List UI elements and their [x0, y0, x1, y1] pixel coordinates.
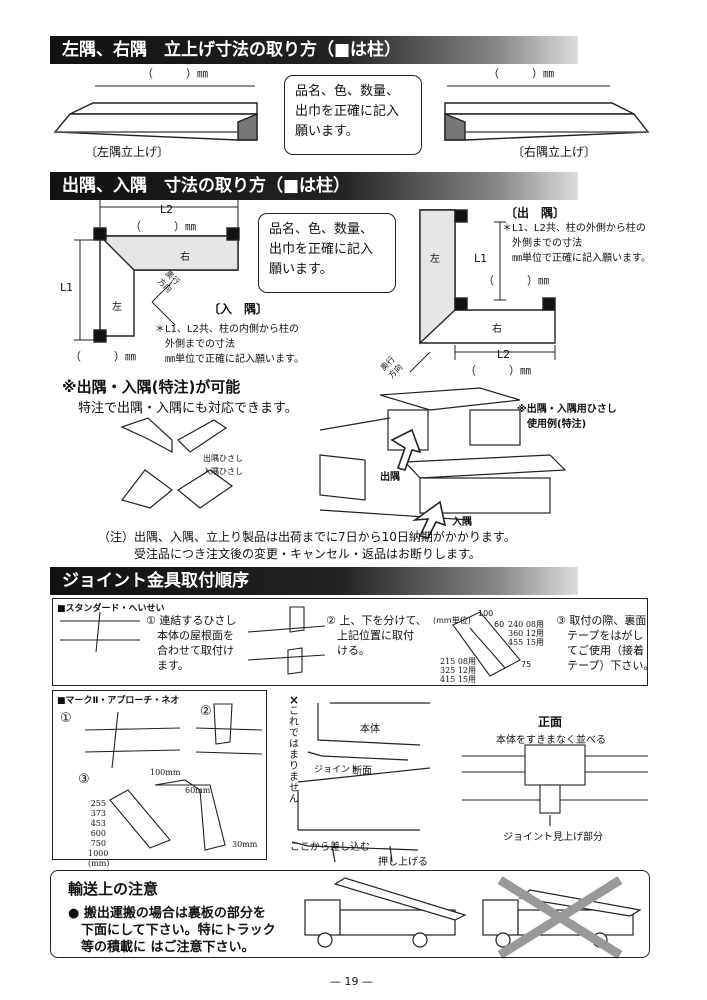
desumi-l1-label: L1	[474, 252, 488, 265]
standard-dim-75: 75	[521, 660, 532, 669]
irisumi-l1-dimension: （ ）㎜	[70, 350, 136, 363]
right-rise-dimension: （ ）㎜	[488, 67, 554, 80]
desumi-left-label: 左	[430, 254, 440, 265]
desumi-direction-label: 奥行方向	[378, 354, 405, 381]
standard-step3: ③ 取付の際、裏面 テープをはがし てご使用（接着 テープ）下さい。	[556, 614, 655, 672]
mark-dim-30: 30mm	[232, 840, 258, 849]
sec1-note-box: 品名、色、数量、 出巾を正確に記入 願います。	[284, 75, 422, 155]
standard-heading: ■スタンダード・へいせい	[57, 604, 165, 614]
desumi-title: 〔出 隅〕	[505, 206, 566, 220]
mark-step3-number: ③	[78, 772, 90, 787]
standard-dim-60: 60	[494, 620, 505, 629]
standard-panel	[52, 598, 648, 686]
mark-step2-number: ②	[200, 704, 212, 719]
irisumi-description: ＊L1、L2共、柱の内側から柱の 外側までの寸法 ㎜単位で正確に記入願います。	[155, 324, 304, 365]
irisumi-example-label: 入隅	[452, 517, 472, 528]
mark-dim-100: 100mm	[150, 768, 181, 777]
irisumi-title: 〔入 隅〕	[208, 302, 269, 316]
mark-dim-60: 60mm	[185, 786, 211, 795]
footnote-lead-time: （注）出隅、入隅、立上り製品は出荷までに7日から10日納期がかかります。	[98, 530, 516, 544]
standard-dims-top: 240 08用 360 12用 455 15用	[508, 620, 544, 647]
standard-unit-label: (mm単位)	[433, 616, 471, 625]
standard-step1: ① 連結するひさし 本体の屋根面を 合わせて取付け ます。	[146, 614, 237, 672]
irisumi-l2-label: L2	[160, 203, 174, 216]
mark-sizes: 255 373 453 600 750 1000 (mm)	[88, 799, 110, 868]
desumi-example-label: 出隅	[380, 472, 400, 483]
section-push-label: 押し上げる	[378, 857, 428, 868]
desumi-hisashi-label: 出隅ひさし	[203, 454, 243, 463]
page-number: — 19 —	[330, 975, 373, 988]
section-body-label: 本体	[360, 724, 380, 735]
standard-dims-bottom: 215 08用 325 12用 415 15用	[440, 657, 476, 684]
special-order-text: 特注で出隅・入隅にも対応できます。	[78, 401, 298, 416]
irisumi-right-label: 右	[180, 252, 190, 263]
desumi-l2-label: L2	[497, 348, 511, 361]
left-rise-label: 〔左隅立上げ〕	[85, 145, 170, 159]
mark-heading: ■マークⅡ・アプローチ・ネオ	[57, 696, 180, 706]
desumi-description: ＊L1、L2共、柱の外側から柱の 外側までの寸法 ㎜単位で正確に記入願います。	[502, 223, 651, 264]
transport-panel	[50, 870, 650, 958]
footnote-no-cancel: 受注品につき注文後の変更・キャンセル・返品はお断りします。	[134, 547, 481, 561]
irisumi-hisashi-label: 入隅ひさし	[203, 467, 243, 476]
section-header-joint-procedure: ジョイント金具取付順序	[50, 567, 578, 595]
irisumi-left-label: 左	[112, 302, 122, 313]
sec2-note-box: 品名、色、数量、 出巾を正確に記入 願います。	[258, 213, 396, 293]
right-rise-label: 〔右隅立上げ〕	[512, 145, 597, 159]
transport-title: 輸送上の注意	[68, 880, 159, 898]
standard-step2: ② 上、下を分けて、 上記位置に取付 ける。	[326, 614, 427, 657]
mark-step1-number: ①	[60, 711, 72, 726]
irisumi-l2-dimension: （ ）㎜	[130, 220, 196, 233]
left-rise-dimension: （ ）㎜	[142, 67, 208, 80]
irisumi-direction-label: 奥行方向	[155, 268, 182, 295]
right-rise-canopy-drawing	[444, 102, 650, 141]
section-header-corner-dimensions: 出隅、入隅 寸法の取り方（■は柱）	[50, 172, 578, 200]
special-order-title: ※出隅・入隅(特注)が可能	[62, 378, 241, 396]
section-header-rise-dimensions: 左隅、右隅 立上げ寸法の取り方（■は柱）	[50, 36, 578, 64]
front-view-bottom-label: ジョイント見上げ部分	[503, 832, 603, 843]
irisumi-l1-label: L1	[60, 281, 74, 294]
section-danmen-label: 断面	[352, 766, 372, 777]
transport-text: ● 搬出運搬の場合は裏板の部分を 下面にして下さい。特にトラック 等の積載に は…	[68, 906, 276, 955]
desumi-right-label: 右	[492, 324, 502, 335]
usage-example-note: ※出隅・入隅用ひさし 使用例(特注)	[517, 404, 617, 430]
not-fit-cross: ×	[289, 693, 300, 707]
desumi-l2-dimension: （ ）㎜	[465, 364, 531, 377]
section-joint-label: ジョイント	[314, 765, 360, 775]
joint-front-view-drawing	[462, 744, 648, 826]
not-fit-label: これではまりません	[289, 706, 299, 805]
section-insert-label: ここから差し込む	[290, 842, 370, 853]
desumi-l1-dimension: （ ）㎜	[483, 274, 549, 287]
left-rise-canopy-drawing	[53, 102, 258, 141]
mark-panel	[52, 690, 267, 860]
standard-dim-100: 100	[478, 609, 494, 618]
front-view-title: 正面	[538, 715, 563, 729]
front-view-desc: 本体をすきまなく並べる	[496, 735, 606, 746]
